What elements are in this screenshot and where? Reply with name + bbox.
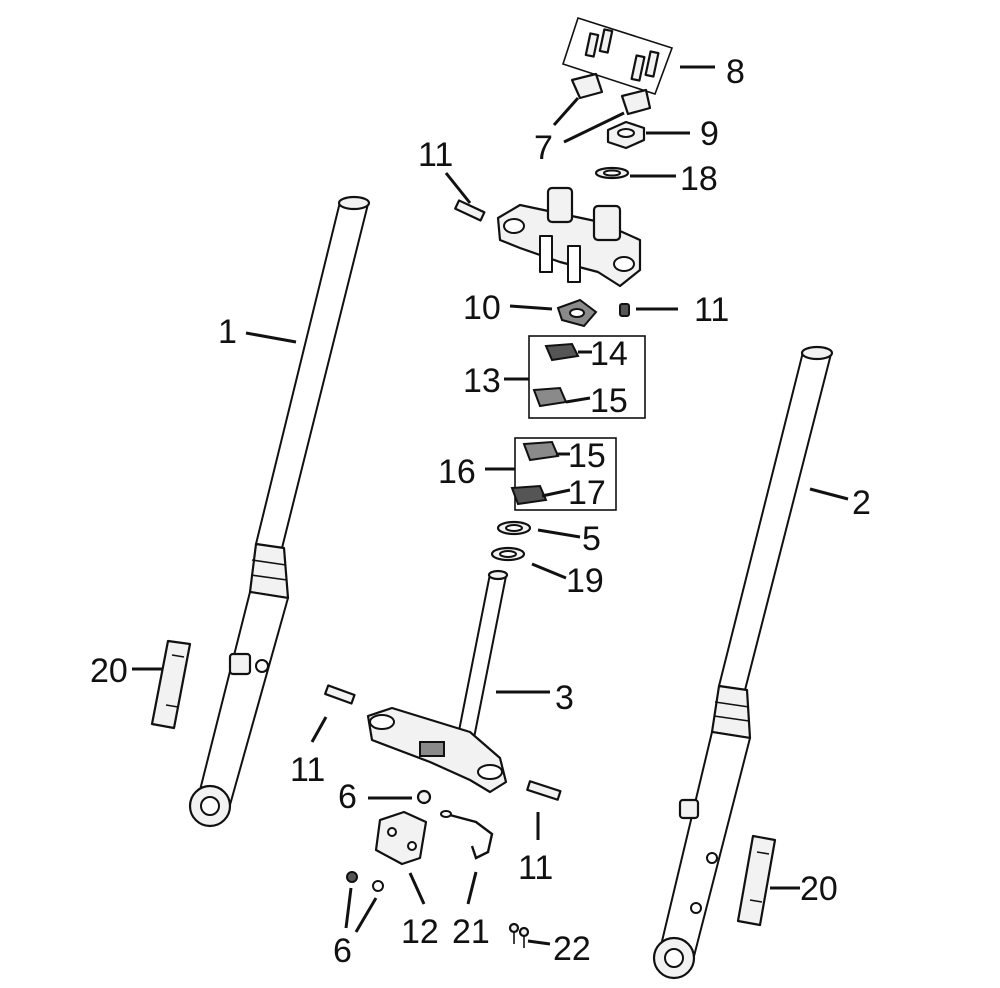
- screws-22: [508, 922, 530, 948]
- bolts-6-lower: [346, 871, 384, 892]
- callout-13: 13: [463, 362, 501, 400]
- callout-22: 22: [553, 930, 591, 968]
- right-fork-leg: [652, 345, 834, 980]
- callout-1: 1: [218, 313, 237, 351]
- handlebar-clamp-bolts: [561, 16, 674, 95]
- small-bolt: [619, 303, 630, 317]
- left-reflector: [150, 639, 192, 730]
- callout-15-upper: 15: [590, 382, 628, 420]
- callout-14: 14: [590, 335, 628, 373]
- bearing-race-washer: [496, 520, 532, 536]
- callout-11-right: 11: [694, 291, 729, 329]
- lower-washer: [490, 546, 526, 562]
- callout-17: 17: [568, 474, 606, 512]
- callout-21: 21: [452, 913, 490, 951]
- callout-6-lower: 6: [333, 932, 352, 970]
- right-reflector: [736, 834, 777, 927]
- callout-15-lower: 15: [568, 437, 606, 475]
- callout-labels: 1 2 3 5 6 6 7 8 9 10 11 11 11 11 12 13 1…: [90, 53, 871, 970]
- callout-11-left: 11: [290, 751, 325, 789]
- bracket: [374, 810, 428, 866]
- callout-5: 5: [582, 520, 601, 558]
- callout-18: 18: [680, 160, 718, 198]
- bearing-set-lower: [510, 437, 617, 511]
- callout-6-upper: 6: [338, 778, 357, 816]
- bearing-set-upper: [528, 335, 646, 419]
- brake-hose-clip: [440, 810, 494, 860]
- callout-11-top: 11: [418, 136, 453, 174]
- dust-seal: [556, 298, 598, 328]
- washer: [594, 166, 630, 180]
- callout-9: 9: [700, 115, 719, 153]
- leader-lines: [132, 65, 849, 946]
- callout-2: 2: [852, 484, 871, 522]
- handlebar-clamp-caps: [570, 72, 652, 116]
- steering-nut: [606, 120, 646, 150]
- callout-3: 3: [555, 679, 574, 717]
- upper-pinch-bolt: [454, 199, 486, 222]
- callout-19: 19: [566, 562, 604, 600]
- callout-20-left: 20: [90, 652, 128, 690]
- callout-16: 16: [438, 453, 476, 491]
- lower-clamp-bolt-left: [324, 684, 356, 705]
- upper-triple-clamp: [496, 186, 642, 288]
- callout-20-right: 20: [800, 870, 838, 908]
- callout-10: 10: [463, 289, 501, 327]
- steering-stem-lower-clamp: [366, 569, 509, 794]
- left-fork-leg: [188, 195, 371, 828]
- lower-clamp-bolt-right: [526, 780, 562, 801]
- callout-7: 7: [534, 129, 553, 167]
- callout-8: 8: [726, 53, 745, 91]
- callout-12: 12: [401, 913, 439, 951]
- bolt-6-upper: [416, 789, 432, 805]
- callout-11-bottom: 11: [518, 849, 553, 887]
